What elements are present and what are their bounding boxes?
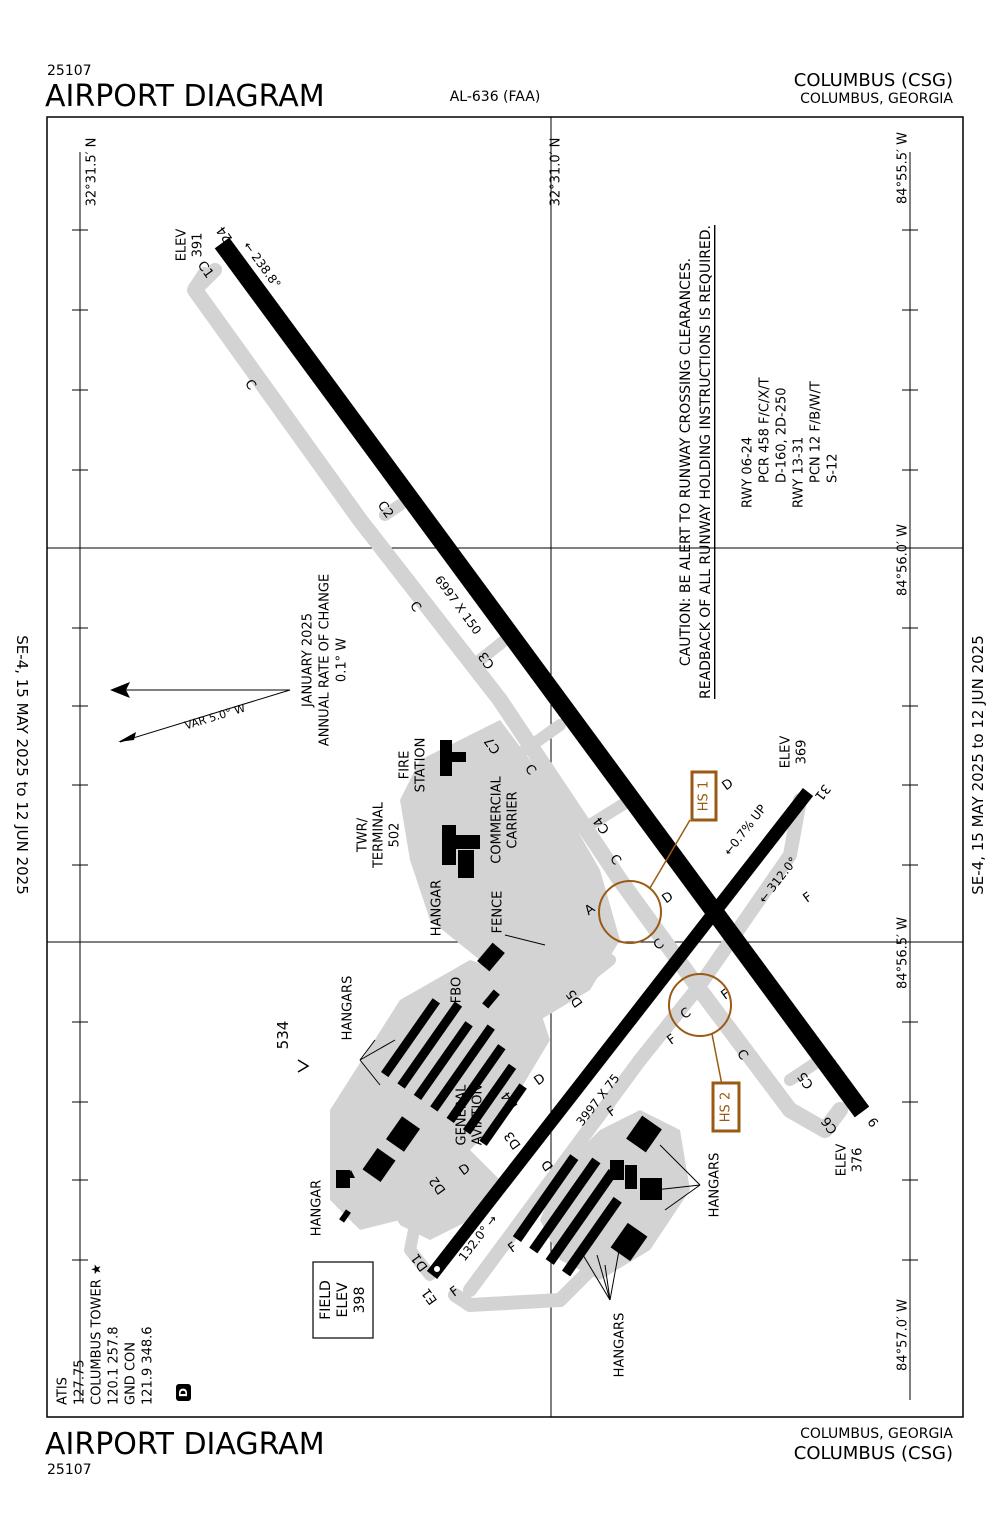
runway-info-4: RWY 13-31 [792, 437, 807, 508]
runway-info-5: PCN 12 F/B/W/T [809, 381, 824, 483]
tower-label-2: TERMINAL [372, 801, 387, 869]
lon-label-2: 84°56.0′ W [896, 524, 911, 596]
hangar-label-1: HANGAR [430, 880, 445, 936]
taxiway-label: D [720, 776, 737, 794]
diagram-frame [46, 116, 964, 1418]
freq-ground-label: GND CON [124, 1342, 139, 1405]
freq-tower: 120.1 257.8 [107, 1326, 122, 1405]
runway-info-2: PCR 458 F/C/X/T [758, 377, 773, 483]
variation-rate-label: ANNUAL RATE OF CHANGE [318, 574, 333, 746]
chart-id: AL-636 (FAA) [450, 89, 541, 105]
taxiway-label: C2 [374, 499, 396, 522]
fence-label: FENCE [491, 891, 506, 934]
runway-info-3: D-160, 2D-250 [775, 387, 790, 483]
footer-chart-number: 25107 [47, 1462, 92, 1478]
rwy31-number: 31 [811, 781, 833, 803]
hot-spot-2-label: HS 2 [719, 1092, 734, 1122]
caution-line-2: READBACK OF ALL RUNWAY HOLDING INSTRUCTI… [698, 225, 714, 699]
chart-number: 25107 [47, 63, 92, 79]
lat-label-2: 32°31.0′ N [549, 138, 564, 207]
obstacle-icon [297, 1059, 310, 1073]
runway-info-6: S-12 [826, 454, 841, 484]
commercial-carrier-label-2: CARRIER [506, 791, 521, 848]
hangars-label-1: HANGARS [341, 976, 356, 1041]
footer-airport: COLUMBUS (CSG) [794, 1443, 953, 1464]
tower-label-1: TWR/ [356, 817, 371, 853]
fire-station-label-1: FIRE [398, 751, 413, 780]
freq-atis-label: ATIS [56, 1377, 71, 1405]
taxiway-label: F [506, 1240, 521, 1257]
taxiways [187, 263, 848, 1312]
field-elev-1: FIELD [318, 1280, 334, 1320]
commercial-carrier-label-1: COMMERCIAL [490, 776, 505, 864]
effective-dates-left: SE-4, 15 MAY 2025 to 12 JUN 2025 [13, 635, 31, 895]
runway-06-24 [214, 237, 870, 1118]
taxiway-label: C [406, 599, 423, 615]
airspace-class-d-badge: D [177, 1388, 190, 1397]
rwy24-elev-label: ELEV [175, 229, 190, 262]
caution-line-1: CAUTION: BE ALERT TO RUNWAY CROSSING CLE… [678, 258, 694, 666]
lat-label-1: 32°31.5′ N [85, 138, 100, 207]
buildings [336, 740, 662, 1277]
variation-rate: 0.1° W [335, 638, 350, 682]
taxiway-label: F [605, 1104, 620, 1121]
field-elev-2: ELEV [335, 1282, 351, 1317]
variation-date: JANUARY 2025 [301, 613, 316, 708]
rwy31-elev: 369 [795, 740, 810, 765]
taxiway-label: D [532, 1071, 549, 1089]
effective-dates-right: SE-4, 15 MAY 2025 to 12 JUN 2025 [969, 635, 987, 895]
hangars-label-2: HANGARS [708, 1153, 723, 1218]
rwy24-elev: 391 [191, 233, 206, 258]
variation-label: VAR 5.0° W [183, 702, 247, 733]
label-leaders [359, 934, 701, 1301]
rwy6-elev: 376 [851, 1148, 866, 1173]
tower-label-3: 502 [388, 823, 403, 848]
rwy31-elev-label: ELEV [779, 736, 794, 769]
runway-info-1: RWY 06-24 [741, 437, 756, 508]
freq-ground: 121.9 348.6 [141, 1326, 156, 1405]
hot-spot-2-circle [668, 973, 732, 1037]
rwy6-elev-label: ELEV [835, 1144, 850, 1177]
hot-spot-1-circle [598, 880, 662, 944]
lon-label-1: 84°55.5′ W [896, 132, 911, 204]
hot-spot-1-label: HS 1 [697, 781, 712, 811]
lon-label-3: 84°56.5′ W [896, 917, 911, 989]
taxiway-label: E1 [419, 1285, 441, 1307]
frequency-block: ATIS 127.75 COLUMBUS TOWER ★ 120.1 257.8… [56, 1263, 191, 1406]
hangars-label-3: HANGARS [613, 1313, 628, 1378]
runway-end-13-marker [434, 1266, 440, 1272]
footer-title: AIRPORT DIAGRAM [45, 1427, 325, 1462]
taxiway-label: F [665, 1032, 680, 1049]
general-aviation-label-1: GENERAL [455, 1084, 470, 1146]
fire-station-label-2: STATION [414, 738, 429, 793]
lon-label-4: 84°57.0′ W [896, 1299, 911, 1371]
field-elev-3: 398 [352, 1287, 368, 1314]
general-aviation-label-2: AVIATION [471, 1085, 486, 1145]
airport-name: COLUMBUS (CSG) [794, 70, 953, 91]
freq-atis: 127.75 [73, 1360, 88, 1406]
hangar-label-2: HANGAR [310, 1180, 325, 1236]
airport-city: COLUMBUS, GEORGIA [800, 91, 953, 107]
runway-13-31 [426, 788, 814, 1279]
taxiway-label: C [241, 377, 258, 393]
taxiway-label: D3 [502, 1128, 525, 1152]
freq-tower-label: COLUMBUS TOWER ★ [90, 1263, 105, 1405]
chart-title: AIRPORT DIAGRAM [45, 79, 325, 114]
obstacle-elevation: 534 [274, 1021, 292, 1050]
taxiway-label: D [660, 889, 677, 907]
fbo-label: FBO [450, 977, 465, 1003]
taxiway-label: F [801, 890, 816, 907]
rwy24-number: 24 [214, 223, 236, 245]
magnetic-variation-arrow [110, 682, 291, 743]
rwy6-number: 6 [863, 1115, 880, 1131]
footer-city: COLUMBUS, GEORGIA [800, 1426, 953, 1442]
